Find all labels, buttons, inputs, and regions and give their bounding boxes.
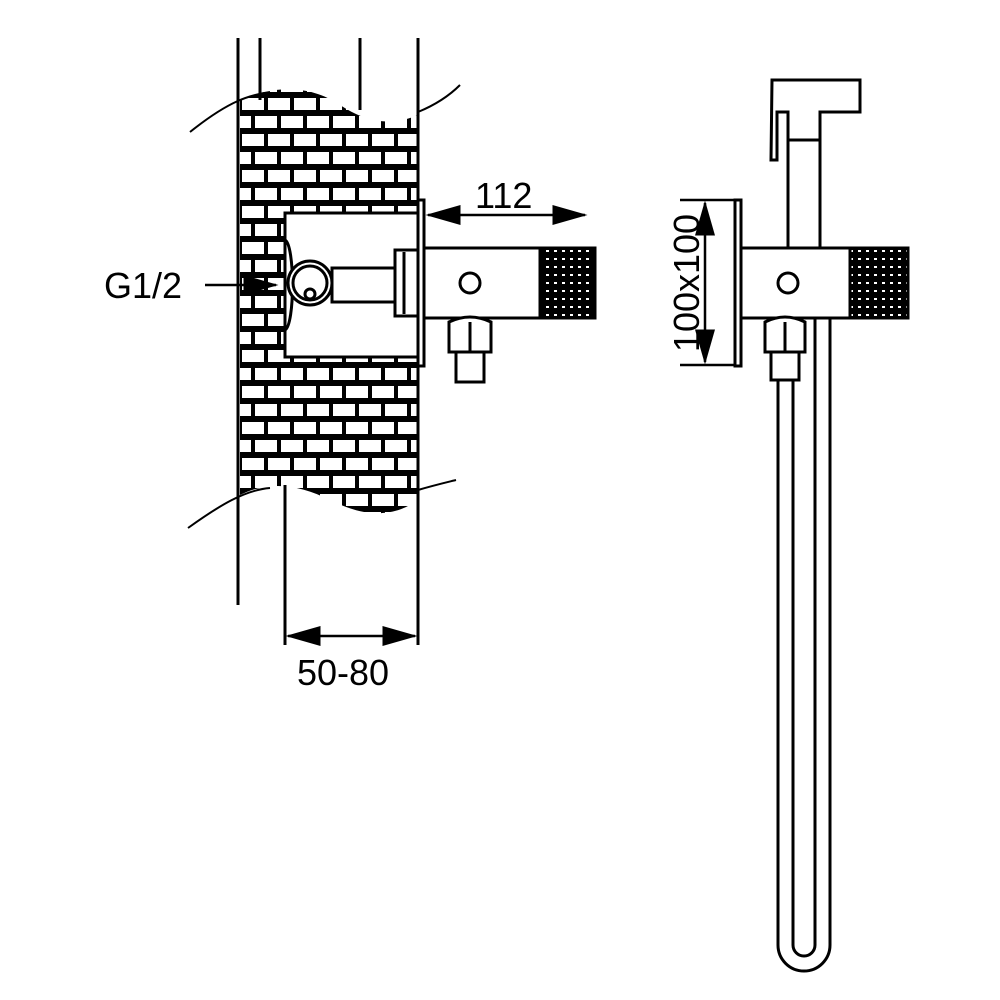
dim-112-label: 112: [475, 175, 533, 216]
dimension-lines: [205, 198, 735, 646]
dim-50-80-label: 50-80: [297, 652, 390, 693]
hose-inner: [791, 318, 817, 958]
thread-label: G1/2: [104, 265, 183, 306]
left-mixer-view: [283, 198, 597, 384]
dim-100x100-label: 100x100: [666, 213, 707, 353]
hose-outer: [776, 318, 832, 973]
right-mixer-view: [733, 78, 910, 973]
